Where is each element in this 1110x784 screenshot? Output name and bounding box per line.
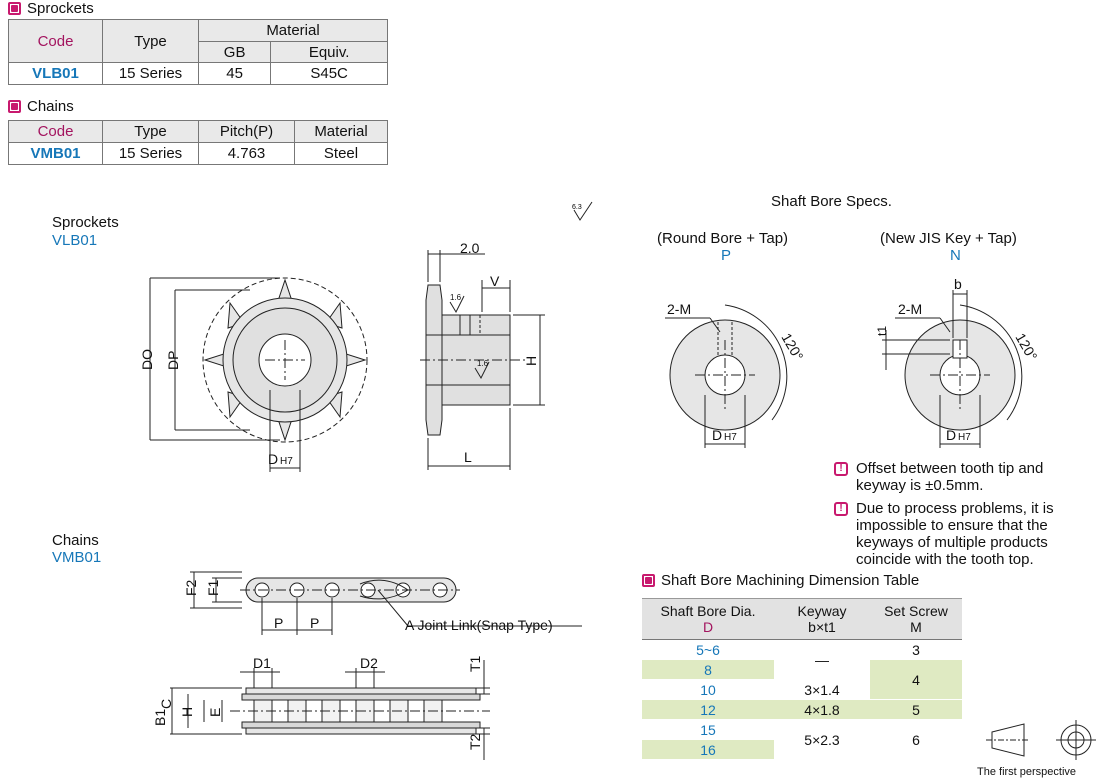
key-b-label: b: [954, 276, 962, 292]
chain-drawing-title: Chains: [52, 532, 99, 549]
header-type: Type: [102, 19, 199, 63]
t2-label: T2: [467, 733, 483, 750]
key-2m-label: 2-M: [898, 301, 922, 317]
table-row: VLB01 15 Series 45 S45C: [8, 62, 388, 85]
header-material: Material: [294, 120, 388, 143]
table-row: 15 5×2.3 6: [642, 719, 962, 760]
shaft-bore-drawing: 2-M 120° D H7 2-M b t1 120° D H7: [665, 276, 1041, 448]
warning-icon: !: [834, 462, 848, 476]
surface-finish-icon: 6.3: [572, 201, 593, 221]
b1-label: B1: [152, 709, 168, 726]
svg-text:6.3: 6.3: [572, 204, 582, 211]
sprockets-spec-table: Code Type Material GB Equiv. VLB01 15 Se…: [8, 19, 388, 85]
warning-icon: !: [834, 502, 848, 516]
chain-drawing-code: VMB01: [52, 549, 102, 566]
first-angle-projection-icon: [986, 720, 1096, 760]
table-row: 8 4: [642, 659, 962, 700]
header-dia: Shaft Bore Dia.D: [642, 598, 774, 640]
svg-text:H7: H7: [958, 432, 971, 443]
joint-link-label: A Joint Link(Snap Type): [405, 617, 553, 633]
p-label-2: P: [310, 615, 319, 631]
table-row: 5~6 — 3: [642, 639, 962, 680]
d-label: D: [268, 451, 278, 467]
d1-label: D1: [253, 655, 271, 671]
section-marker-icon: [642, 574, 655, 587]
p-label-1: P: [274, 615, 283, 631]
round-d-label: D: [712, 427, 722, 443]
l-label: L: [464, 449, 472, 465]
h7-label: H7: [280, 456, 293, 467]
d2-label: D2: [360, 655, 378, 671]
table-row: VMB01 15 Series 4.763 Steel: [8, 142, 388, 165]
header-code: Code: [8, 19, 103, 63]
svg-text:H7: H7: [724, 432, 737, 443]
sprockets-section-title: Sprockets: [8, 0, 94, 17]
table-row: 16: [642, 739, 962, 760]
f2-label: F2: [183, 579, 199, 596]
key-d-label: D: [946, 427, 956, 443]
table-row: 10 3×1.4: [642, 679, 962, 700]
header-gb: GB: [197, 41, 272, 63]
key-t1-label: t1: [875, 326, 889, 336]
c-label: C: [158, 699, 174, 709]
h-label: H: [179, 707, 195, 717]
h-label: H: [523, 356, 539, 366]
chains-section-title: Chains: [8, 98, 74, 115]
section-marker-icon: [8, 2, 21, 15]
chains-spec-table: Code Type Pitch(P) Material VMB01 15 Ser…: [8, 120, 388, 165]
v-label: V: [490, 273, 500, 289]
round-bore-code: P: [721, 247, 732, 264]
bore-table-title: Shaft Bore Machining Dimension Table: [642, 572, 919, 589]
t1-label: T1: [467, 655, 483, 672]
f1-label: F1: [205, 579, 221, 596]
key-bore-code: N: [950, 247, 961, 264]
chain-drawing: F2 F1 P P A Joint Link(Snap Type) D1 D2 …: [152, 571, 582, 760]
shaft-bore-title: Shaft Bore Specs.: [771, 193, 892, 210]
projection-label: The first perspective: [977, 766, 1077, 778]
header-pitch: Pitch(P): [198, 120, 295, 143]
sprocket-drawing-code: VLB01: [52, 232, 98, 249]
header-equiv: Equiv.: [270, 41, 388, 63]
header-code: Code: [8, 120, 103, 143]
sprocket-drawing-title: Sprockets: [52, 214, 119, 231]
key-bore-title: (New JIS Key + Tap): [880, 230, 1017, 247]
sprocket-drawing: DO DP D H7 2.0 V H L 1.6 1.6: [139, 240, 545, 472]
table-row: 12 4×1.8 5: [642, 699, 962, 720]
round-angle-label: 120°: [778, 330, 806, 363]
dp-label: DP: [165, 351, 181, 370]
e-label: E: [207, 708, 223, 717]
pitch-circle: [202, 277, 368, 443]
roughness-label: 1.6: [450, 293, 462, 302]
round-2m-label: 2-M: [667, 301, 691, 317]
do-label: DO: [139, 349, 155, 370]
roughness-label-2: 1.6: [477, 359, 489, 368]
header-material: Material: [198, 19, 388, 42]
header-type: Type: [102, 120, 199, 143]
section-marker-icon: [8, 100, 21, 113]
dim-2-label: 2.0: [460, 240, 480, 256]
key-angle-label: 120°: [1012, 330, 1040, 363]
round-bore-title: (Round Bore + Tap): [657, 230, 789, 247]
